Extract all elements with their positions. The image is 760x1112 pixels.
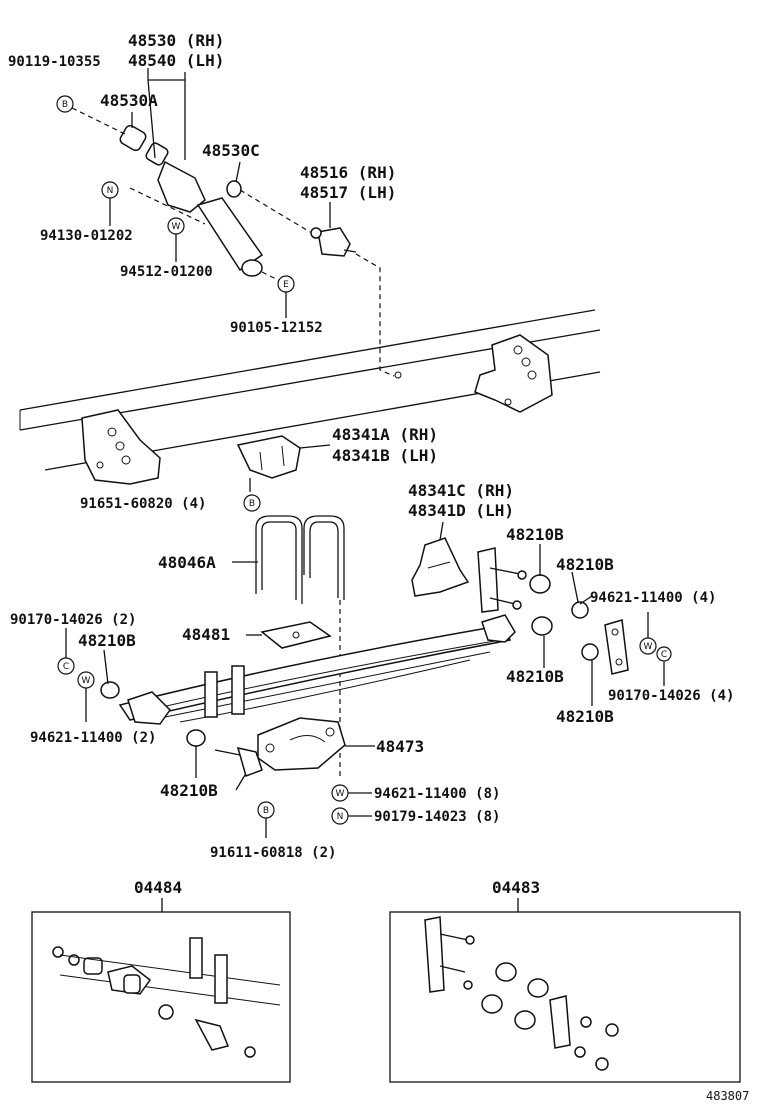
label-48530c: 48530C xyxy=(202,141,260,160)
label-48473: 48473 xyxy=(376,737,424,756)
label-94512: 94512-01200 xyxy=(120,264,213,280)
callout-b-3: B xyxy=(257,801,275,819)
svg-text:W: W xyxy=(172,222,181,232)
label-48210b-d: 48210B xyxy=(506,667,564,686)
bumper-bracket-48341a xyxy=(236,435,301,492)
label-48341c: 48341C (RH) xyxy=(408,481,514,500)
callout-w-2: W xyxy=(77,671,95,689)
svg-text:W: W xyxy=(644,642,653,652)
bumper-48341c xyxy=(411,537,470,597)
kit-04483-parts xyxy=(424,916,619,1071)
callout-w-3: W xyxy=(639,637,657,655)
shock-absorber xyxy=(119,124,264,277)
svg-text:W: W xyxy=(336,789,345,799)
label-48540: 48540 (LH) xyxy=(128,51,224,70)
svg-text:W: W xyxy=(82,676,91,686)
u-bolt-seat-48473 xyxy=(257,717,346,771)
callout-b-2: B xyxy=(243,494,261,512)
callout-b-1: B xyxy=(56,95,74,113)
front-hanger-bracket xyxy=(81,409,161,485)
label-48210b-b: 48210B xyxy=(556,555,614,574)
front-eye-bolt xyxy=(186,729,263,777)
kit-04484-parts xyxy=(52,937,281,1058)
label-90170-left: 90170-14026 (2) xyxy=(10,612,136,628)
callout-c-2: C xyxy=(656,646,672,662)
spring-pad-48481 xyxy=(260,621,332,649)
label-90179: 90179-14023 (8) xyxy=(374,809,500,825)
callout-w-4: W xyxy=(331,784,349,802)
label-91651: 91651-60820 (4) xyxy=(80,496,206,512)
svg-text:B: B xyxy=(249,499,255,509)
svg-text:N: N xyxy=(337,812,344,822)
label-48210b-f: 48210B xyxy=(160,781,218,800)
label-48530: 48530 (RH) xyxy=(128,31,224,50)
label-48046a: 48046A xyxy=(158,553,216,572)
label-48341d: 48341D (LH) xyxy=(408,501,514,520)
label-48341b: 48341B (LH) xyxy=(332,446,438,465)
shock-mount-bracket xyxy=(310,227,357,257)
leader-lines xyxy=(65,68,665,838)
svg-text:N: N xyxy=(107,186,114,196)
kit-box-04484 xyxy=(31,911,291,1083)
label-90119: 90119-10355 xyxy=(8,54,101,70)
label-48210b-c: 48210B xyxy=(78,631,136,650)
label-91611: 91611-60818 (2) xyxy=(210,845,336,861)
svg-text:C: C xyxy=(661,650,667,660)
label-94621-center: 94621-11400 (8) xyxy=(374,786,500,802)
rear-shackle-bracket xyxy=(474,334,553,413)
label-04484: 04484 xyxy=(134,878,182,897)
svg-text:B: B xyxy=(263,806,269,816)
label-48516: 48516 (RH) xyxy=(300,163,396,182)
label-48517: 48517 (LH) xyxy=(300,183,396,202)
label-94621-right: 94621-11400 (4) xyxy=(590,590,716,606)
label-94621-left: 94621-11400 (2) xyxy=(30,730,156,746)
svg-text:C: C xyxy=(63,662,69,672)
callout-c-1: C xyxy=(57,657,75,675)
callout-n-1: N xyxy=(101,181,119,199)
label-48481: 48481 xyxy=(182,625,230,644)
callout-e-1: E xyxy=(277,275,295,293)
kit-box-04483 xyxy=(389,911,741,1083)
label-48210b-a: 48210B xyxy=(506,525,564,544)
label-48341a: 48341A (RH) xyxy=(332,425,438,444)
leaf-spring xyxy=(100,614,516,725)
svg-text:B: B xyxy=(62,100,68,110)
callout-w-1: W xyxy=(167,217,185,235)
svg-text:E: E xyxy=(283,280,289,290)
label-94130: 94130-01202 xyxy=(40,228,133,244)
label-48530a: 48530A xyxy=(100,91,158,110)
label-90105: 90105-12152 xyxy=(230,320,323,336)
rear-shackle xyxy=(477,547,629,675)
label-90170-right: 90170-14026 (4) xyxy=(608,688,734,704)
label-48210b-e: 48210B xyxy=(556,707,614,726)
callout-n-2: N xyxy=(331,807,349,825)
label-04483: 04483 xyxy=(492,878,540,897)
figure-code: 483807 xyxy=(706,1089,749,1103)
